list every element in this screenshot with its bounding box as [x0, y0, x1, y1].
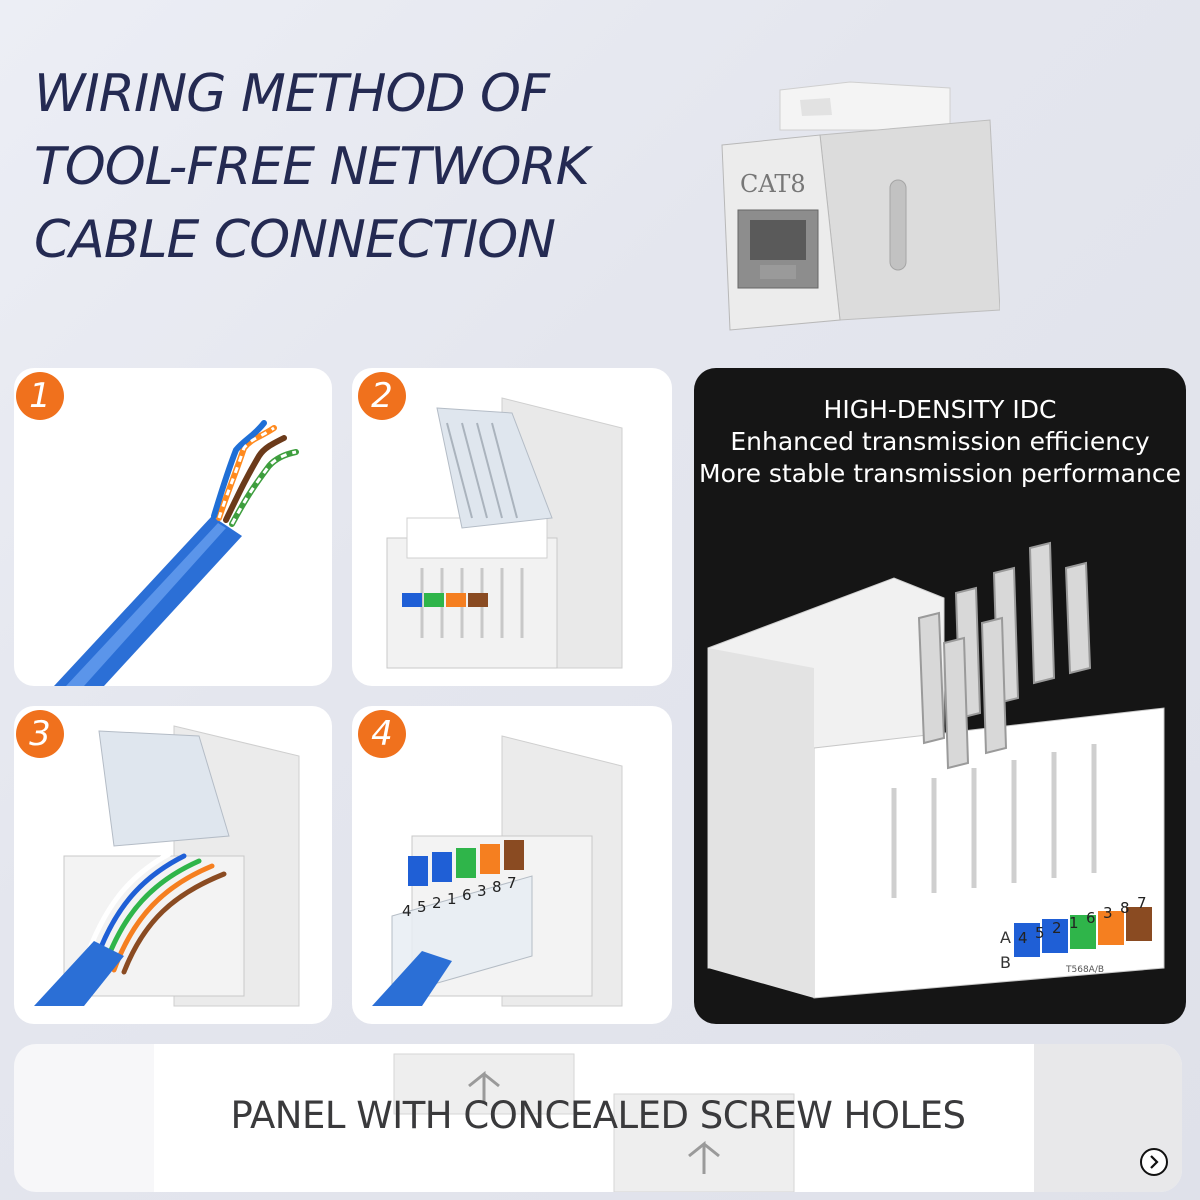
pin-number-label: 7: [1137, 894, 1147, 912]
step-3-badge: 3: [16, 710, 64, 758]
pin-number-label: 4: [402, 902, 412, 920]
pin-number-label: 2: [1052, 919, 1062, 937]
pin-number-label: 8: [492, 878, 502, 896]
idc-heading: HIGH-DENSITY IDC: [823, 395, 1057, 424]
pin-number-label: 8: [1120, 899, 1130, 917]
pin-number-label: 7: [507, 874, 517, 892]
step-3-card: 3: [14, 706, 332, 1024]
idc-line-performance: More stable transmission performance: [699, 459, 1181, 488]
pin-number-label: 5: [417, 898, 427, 916]
idc-line-efficiency: Enhanced transmission efficiency: [730, 427, 1150, 456]
idc-feature-panel: HIGH-DENSITY IDC Enhanced transmission e…: [694, 368, 1186, 1024]
panel-title: PANEL WITH CONCEALED SCREW HOLES: [230, 1094, 966, 1137]
pin-number-label: 4: [1018, 929, 1028, 947]
pin-number-label: 3: [477, 882, 487, 900]
idc-row-b-label: B: [1000, 953, 1011, 972]
keystone-open-cap-icon: [386, 397, 623, 669]
pin-number-label: 1: [1069, 914, 1079, 932]
title-line-1: WIRING METHOD OF: [34, 64, 550, 124]
step-4-badge: 4: [358, 710, 406, 758]
chevron-right-icon: [1150, 1155, 1159, 1169]
pin-number-label: 6: [462, 886, 472, 904]
title-line-2: TOOL-FREE NETWORK: [34, 137, 590, 197]
cat8-coupler-image: CAT8: [700, 60, 1001, 350]
idc-text-block: HIGH-DENSITY IDC Enhanced transmission e…: [694, 394, 1186, 490]
pin-number-label: 2: [432, 894, 442, 912]
step-2-badge: 2: [358, 372, 406, 420]
pin-number-label: 3: [1103, 904, 1113, 922]
stripped-cable-icon: [54, 420, 299, 686]
concealed-screw-panel: PANEL WITH CONCEALED SCREW HOLES: [14, 1044, 1182, 1192]
step-1-badge: 1: [16, 372, 64, 420]
idc-standard-label: T568A/B: [1065, 965, 1104, 975]
step-1-card: 1: [14, 368, 332, 686]
title-line-3: CABLE CONNECTION: [34, 210, 556, 270]
cat8-label: CAT8: [740, 170, 806, 198]
page-title: WIRING METHOD OF TOOL-FREE NETWORK CABLE…: [34, 58, 590, 277]
pin-number-label: 5: [1035, 924, 1045, 942]
pin-number-label: 1: [447, 890, 457, 908]
step-2-card: 2: [352, 368, 672, 686]
next-button[interactable]: [1140, 1148, 1168, 1176]
idc-row-a-label: A: [1000, 928, 1011, 947]
pin-number-label: 6: [1086, 909, 1096, 927]
keystone-wires-inserted-icon: [34, 725, 300, 1007]
